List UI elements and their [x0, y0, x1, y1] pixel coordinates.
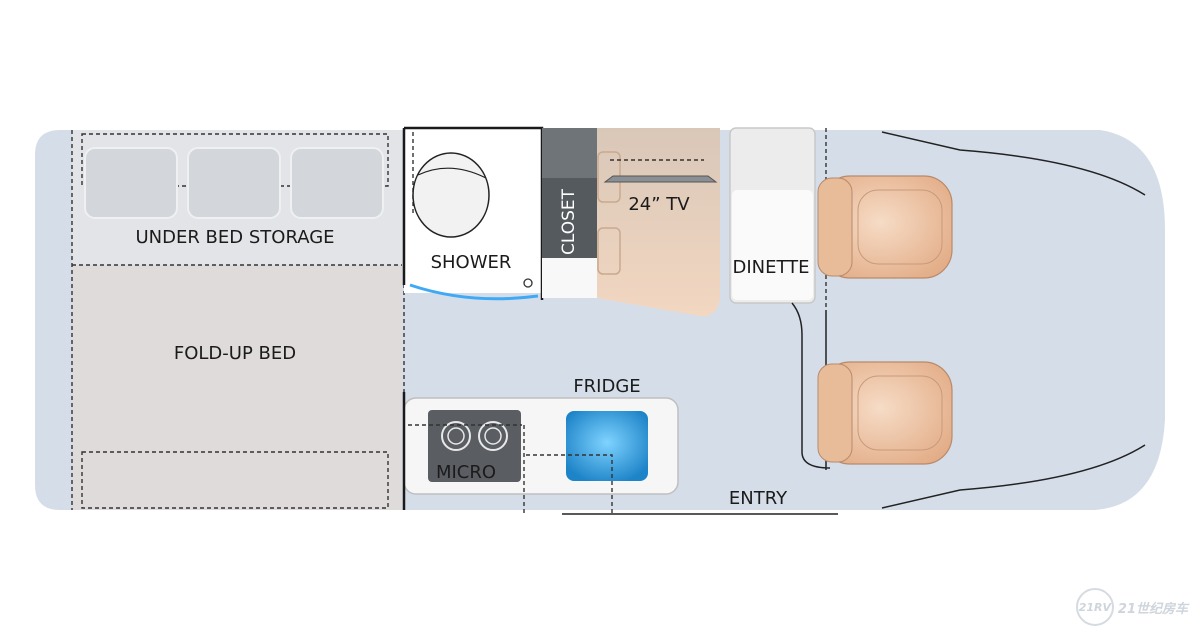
entry-path	[791, 302, 831, 469]
label-dinette: DINETTE	[732, 257, 809, 278]
cabinet-handle-2	[597, 227, 621, 275]
toilet-seat-line	[417, 167, 487, 179]
label-under-bed-storage: UNDER BED STORAGE	[135, 227, 334, 248]
label-entry: ENTRY	[729, 488, 788, 509]
captain-seat-bottom	[817, 361, 953, 465]
pillow-1	[84, 147, 178, 219]
label-tv: 24” TV	[628, 194, 690, 215]
burner-1	[441, 421, 471, 451]
label-fridge: FRIDGE	[573, 376, 640, 397]
watermark: 21RV 21世纪房车	[1075, 588, 1188, 626]
dinette-cushion	[732, 190, 813, 300]
closet-lower	[542, 258, 597, 298]
toilet	[412, 152, 490, 238]
pillow-3	[290, 147, 384, 219]
label-shower: SHOWER	[431, 252, 512, 273]
burner-1-inner	[447, 427, 465, 445]
watermark-logo-icon: 21RV	[1075, 588, 1114, 626]
shower-drain	[523, 278, 533, 288]
tv-cabinet	[597, 128, 720, 317]
captain-seat-top	[817, 175, 953, 279]
sink	[566, 411, 648, 481]
pillows	[84, 147, 384, 219]
foot-storage-dashed	[81, 451, 389, 509]
microwave	[428, 410, 521, 482]
tv-icon	[603, 175, 718, 183]
closet-top	[542, 128, 597, 178]
pillow-2	[187, 147, 281, 219]
shower-curtain-edge	[409, 283, 539, 301]
label-micro: MICRO	[436, 462, 496, 483]
label-closet: CLOSET	[559, 188, 579, 255]
dashboard-outline	[881, 131, 1146, 196]
dashboard-outline-lower	[881, 444, 1146, 509]
burner-2	[478, 421, 508, 451]
watermark-text: 21世纪房车	[1117, 601, 1188, 617]
fridge-dashed	[526, 454, 613, 514]
burner-2-inner	[484, 427, 502, 445]
label-fold-up-bed: FOLD-UP BED	[174, 343, 296, 364]
